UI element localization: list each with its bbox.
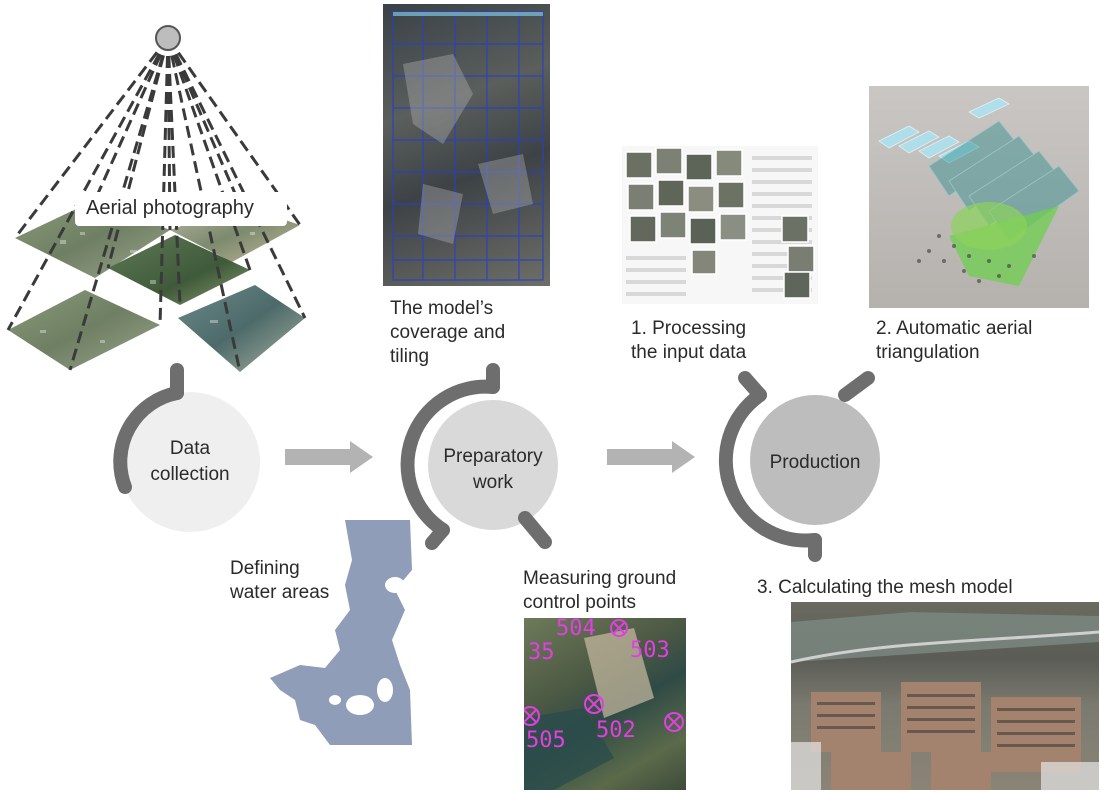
water-area-shape [270, 520, 412, 745]
mesh-model-label: 3. Calculating the mesh model [757, 577, 1013, 598]
aerial-photography-illustration: Aerial photography [0, 0, 320, 390]
gcp-point-label: 503 [630, 638, 670, 663]
mesh-model-render [791, 602, 1099, 790]
aerial-photo-tile [178, 285, 305, 372]
input-data-svg [625, 147, 815, 299]
gcp-aerial-image: 504 503 35 502 505 [524, 618, 686, 790]
triangulation-render [869, 86, 1089, 308]
triangulation-svg [878, 97, 1080, 286]
gcp-point-label: 505 [526, 728, 566, 753]
mesh-model-svg [791, 612, 1099, 790]
aerial-photo-tile [108, 235, 250, 305]
arrow-right-icon [607, 441, 695, 473]
gcp-markers-svg [524, 619, 684, 790]
aerial-photography-label-box [75, 192, 287, 226]
camera-icon [155, 25, 181, 51]
gcp-point-label: 35 [528, 640, 555, 665]
gcp-point-label: 502 [596, 718, 636, 743]
gcp-marker [524, 706, 540, 726]
gcp-marker [664, 712, 684, 732]
tiling-grid-svg [392, 11, 544, 281]
coverage-tiling-map [383, 4, 550, 286]
input-data-thumbnails [622, 146, 818, 304]
gcp-marker [610, 619, 628, 637]
stage-label-production: Production [769, 452, 861, 473]
arrow-right-icon [285, 441, 373, 473]
gcp-point-label: 504 [556, 618, 596, 641]
aerial-photo-tile [8, 290, 160, 370]
aerial-photography-label: Aerial photography [86, 197, 254, 219]
gcp-marker [584, 694, 604, 714]
